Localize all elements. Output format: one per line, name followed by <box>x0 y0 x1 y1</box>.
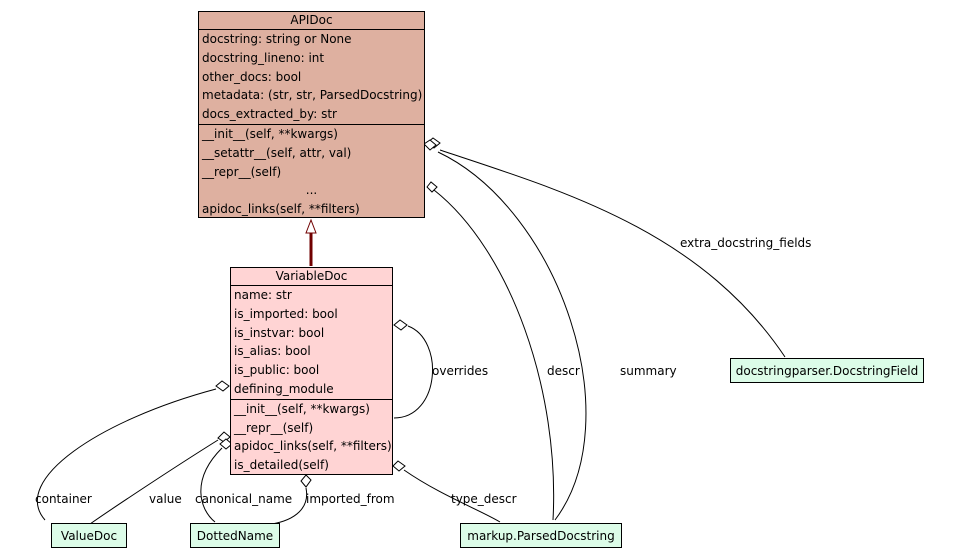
diamond-overrides <box>393 319 408 331</box>
edge-canonical-name <box>200 447 223 523</box>
attribute: docs_extracted_by: str <box>202 107 337 122</box>
edge-overrides <box>393 325 433 419</box>
edge-container <box>37 388 217 521</box>
diamond-type-descr <box>392 460 406 472</box>
attribute: is_instvar: bool <box>234 325 325 340</box>
method: __init__(self, **kwargs) <box>202 126 338 141</box>
methods-section: __init__(self, **kwargs) __repr__(self) … <box>231 398 392 475</box>
edge-type-descr <box>403 469 501 523</box>
method: apidoc_links(self, **filters) <box>234 439 392 454</box>
attribute: other_docs: bool <box>202 69 302 84</box>
method: __repr__(self) <box>234 420 314 435</box>
label-extra-docstring-fields: extra_docstring_fields <box>680 236 812 250</box>
edge-descr <box>433 189 555 521</box>
method: is_detailed(self) <box>234 458 329 473</box>
method: __init__(self, **kwargs) <box>234 401 370 416</box>
edge-value <box>89 439 219 525</box>
attribute: docstring_lineno: int <box>202 50 325 65</box>
class-valuedoc[interactable]: ValueDoc <box>51 523 127 548</box>
label-summary: summary <box>620 364 677 378</box>
class-title: VariableDoc <box>231 268 392 286</box>
attributes-section: docstring: string or None docstring_line… <box>199 30 424 124</box>
class-variabledoc[interactable]: VariableDoc name: str is_imported: bool … <box>230 267 393 475</box>
class-title: APIDoc <box>199 12 424 30</box>
inheritance-edge <box>305 218 317 266</box>
label-imported-from: imported_from <box>306 492 395 506</box>
label-value: value <box>149 492 182 506</box>
diamond-descr <box>426 181 438 193</box>
class-parsed-docstring[interactable]: markup.ParsedDocstring <box>460 523 622 548</box>
edge-extra-docstring-fields <box>439 149 786 358</box>
attribute: is_public: bool <box>234 363 320 378</box>
attribute: defining_module <box>234 381 334 396</box>
attribute: is_imported: bool <box>234 306 338 321</box>
diamond-container <box>215 380 230 392</box>
label-descr: descr <box>547 364 580 378</box>
diamond-summary <box>423 139 437 151</box>
attribute: metadata: (str, str, ParsedDocstring) <box>202 88 423 103</box>
methods-section: __init__(self, **kwargs) __setattr__(sel… <box>199 123 424 219</box>
edge-imported-from <box>271 487 308 525</box>
attribute: name: str <box>234 288 292 302</box>
class-dottedname[interactable]: DottedName <box>190 523 280 548</box>
diamond-imported-from <box>300 474 312 488</box>
attributes-section: name: str is_imported: bool is_instvar: … <box>231 286 392 399</box>
class-apidoc[interactable]: APIDoc docstring: string or None docstri… <box>198 11 425 218</box>
method: apidoc_links(self, **filters) <box>202 202 360 217</box>
class-docstring-field[interactable]: docstringparser.DocstringField <box>730 358 924 383</box>
attribute: docstring: string or None <box>202 32 352 46</box>
method: __repr__(self) <box>202 164 282 179</box>
method-ellipsis: ... <box>305 183 318 198</box>
label-container: container <box>35 492 92 506</box>
method: __setattr__(self, attr, val) <box>202 145 352 160</box>
attribute: is_alias: bool <box>234 344 311 359</box>
label-canonical-name: canonical_name <box>195 492 293 506</box>
edge-summary <box>437 151 587 521</box>
label-type-descr: type_descr <box>451 492 517 506</box>
label-overrides: overrides <box>432 364 489 378</box>
